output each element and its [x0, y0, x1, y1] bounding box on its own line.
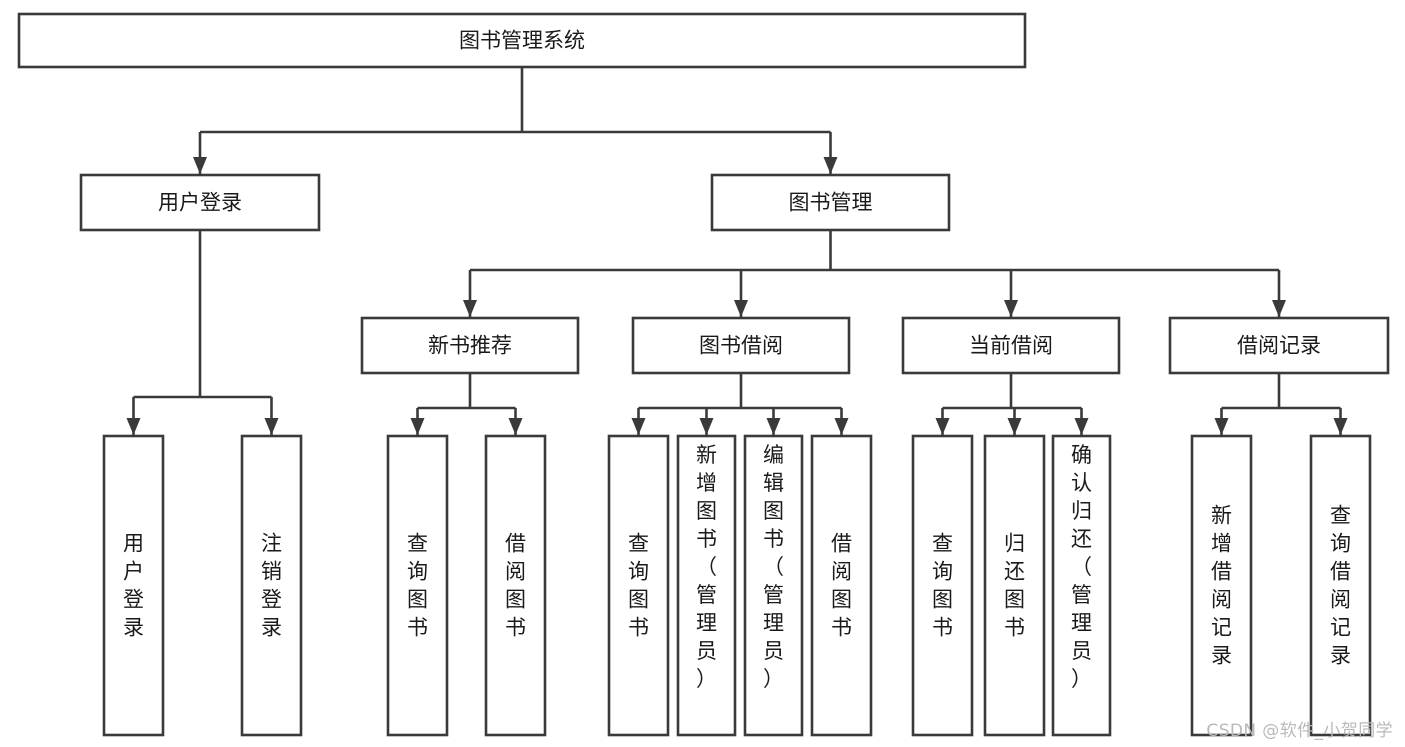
- node-rect: [631, 316, 851, 375]
- node-leaf-confirm-return-admin[interactable]: 确认归还（管理员）: [1051, 434, 1112, 737]
- node-leaf-query-book-current[interactable]: 查询图书: [911, 434, 974, 737]
- node-rect: [102, 434, 165, 737]
- arrow-head-icon: [1004, 300, 1018, 317]
- arrow-head-icon: [935, 418, 950, 435]
- arrow-head-icon: [1333, 418, 1348, 435]
- node-rect: [360, 316, 580, 375]
- arrow-head-icon: [264, 418, 279, 435]
- node-rect: [810, 434, 873, 737]
- arrow-head-icon: [410, 418, 425, 435]
- node-leaf-query-book-borrow[interactable]: 查询图书: [607, 434, 670, 737]
- node-user-login[interactable]: 用户登录: [79, 173, 321, 232]
- node-label: 新书推荐: [428, 334, 512, 358]
- node-current-borrow[interactable]: 当前借阅: [901, 316, 1121, 375]
- node-rect: [240, 434, 303, 737]
- node-leaf-add-borrow-record[interactable]: 新增借阅记录: [1190, 434, 1253, 737]
- node-label: 编辑图书（管理员）: [763, 443, 784, 691]
- arrow-head-icon: [734, 300, 748, 317]
- node-book-borrow[interactable]: 图书借阅: [631, 316, 851, 375]
- node-rect: [17, 12, 1027, 69]
- node-label: 查询图书: [628, 532, 649, 640]
- node-borrow-record[interactable]: 借阅记录: [1168, 316, 1390, 375]
- node-rect: [484, 434, 547, 737]
- arrow-head-icon: [1214, 418, 1229, 435]
- node-label: 查询借阅记录: [1330, 504, 1351, 668]
- watermark-label: CSDN @软件_小贺同学: [1206, 721, 1393, 741]
- arrow-head-icon: [193, 157, 207, 174]
- node-book-management[interactable]: 图书管理: [710, 173, 951, 232]
- node-rect: [607, 434, 670, 737]
- node-rect: [386, 434, 449, 737]
- node-label: 用户登录: [123, 532, 144, 640]
- node-label: 借阅记录: [1237, 334, 1321, 358]
- node-leaf-query-book-recommend[interactable]: 查询图书: [386, 434, 449, 737]
- node-rect: [983, 434, 1046, 737]
- node-label: 归还图书: [1004, 532, 1025, 640]
- node-rect: [710, 173, 951, 232]
- node-rect: [676, 434, 737, 737]
- node-label: 新增图书（管理员）: [696, 443, 717, 691]
- arrow-head-icon: [1074, 418, 1089, 435]
- node-rect: [79, 173, 321, 232]
- node-leaf-borrow-book[interactable]: 借阅图书: [810, 434, 873, 737]
- node-label: 查询图书: [932, 532, 953, 640]
- node-leaf-borrow-book-recommend[interactable]: 借阅图书: [484, 434, 547, 737]
- arrow-head-icon: [1272, 300, 1286, 317]
- node-leaf-add-book-admin[interactable]: 新增图书（管理员）: [676, 434, 737, 737]
- node-new-book-recommend[interactable]: 新书推荐: [360, 316, 580, 375]
- node-rect: [911, 434, 974, 737]
- node-label: 图书管理系统: [459, 29, 585, 53]
- node-label: 借阅图书: [831, 532, 852, 640]
- node-rect: [901, 316, 1121, 375]
- arrow-head-icon: [766, 418, 781, 435]
- node-leaf-query-borrow-record[interactable]: 查询借阅记录: [1309, 434, 1372, 737]
- node-label: 当前借阅: [969, 334, 1053, 358]
- arrow-head-icon: [508, 418, 523, 435]
- node-label: 注销登录: [261, 532, 282, 640]
- connector-lines: [126, 67, 1348, 435]
- node-boxes: 图书管理系统用户登录图书管理新书推荐图书借阅当前借阅借阅记录用户登录注销登录查询…: [17, 12, 1390, 737]
- node-label: 借阅图书: [505, 532, 526, 640]
- node-rect: [1190, 434, 1253, 737]
- node-label: 图书管理: [789, 191, 873, 215]
- arrow-head-icon: [834, 418, 849, 435]
- node-rect: [1051, 434, 1112, 737]
- node-label: 查询图书: [407, 532, 428, 640]
- node-label: 确认归还（管理员）: [1071, 443, 1092, 691]
- node-rect: [743, 434, 804, 737]
- node-rect: [1168, 316, 1390, 375]
- arrow-head-icon: [463, 300, 477, 317]
- node-leaf-logout[interactable]: 注销登录: [240, 434, 303, 737]
- arrow-head-icon: [1007, 418, 1022, 435]
- arrow-head-icon: [699, 418, 714, 435]
- node-leaf-return-book[interactable]: 归还图书: [983, 434, 1046, 737]
- node-leaf-user-login[interactable]: 用户登录: [102, 434, 165, 737]
- node-label: 新增借阅记录: [1211, 504, 1232, 668]
- node-label: 用户登录: [158, 191, 242, 215]
- node-leaf-edit-book-admin[interactable]: 编辑图书（管理员）: [743, 434, 804, 737]
- node-rect: [1309, 434, 1372, 737]
- arrow-head-icon: [126, 418, 141, 435]
- node-label: 图书借阅: [699, 334, 783, 358]
- node-root-root[interactable]: 图书管理系统: [17, 12, 1027, 69]
- arrow-head-icon: [823, 157, 838, 174]
- arrow-head-icon: [631, 418, 646, 435]
